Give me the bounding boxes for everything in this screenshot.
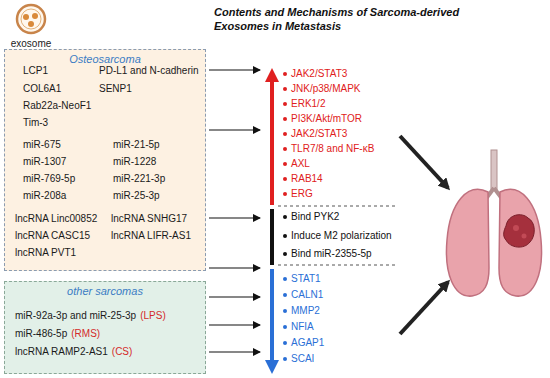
bullet — [283, 192, 287, 196]
list-item: Bind PYK2 — [291, 211, 339, 223]
group-heading: Osteosarcoma — [69, 53, 141, 66]
list-item: MMP2 — [291, 305, 320, 317]
list-item: JAK2/STAT3 — [291, 68, 347, 80]
diagram-title: Contents and Mechanisms of Sarcoma-deriv… — [214, 5, 476, 33]
bullet — [283, 277, 287, 281]
item-text: miR-1307 — [23, 156, 66, 168]
list-item: JAK2/STAT3 — [291, 128, 347, 140]
sarcoma-type: (LPS) — [140, 310, 166, 322]
list-item: AXL — [291, 158, 310, 170]
bullet — [283, 309, 287, 313]
item-text: lncRNA PVT1 — [15, 247, 76, 259]
bullet — [283, 132, 287, 136]
bullet — [283, 102, 287, 106]
pointer-arrows — [209, 70, 260, 352]
item-text: SENP1 — [99, 83, 132, 95]
bullet — [283, 177, 287, 181]
list-item: Bind miR-2355-5p — [291, 248, 372, 260]
separator-lines — [278, 206, 396, 265]
item-text: COL6A1 — [23, 83, 61, 95]
item-text: PD-L1 and N-cadherin — [99, 65, 199, 77]
center-bars — [265, 68, 279, 374]
bullet — [283, 341, 287, 345]
bullet — [283, 293, 287, 297]
item-text: miR-208a — [23, 190, 66, 202]
item-text: miR-221-3p — [113, 173, 165, 185]
list-item: JNK/p38/MAPK — [291, 83, 360, 95]
sarcoma-type: (CS) — [112, 346, 133, 358]
bullet — [283, 72, 287, 76]
bullet — [283, 357, 287, 361]
list-item: PI3K/Akt/mTOR — [291, 113, 362, 125]
item-text: miR-25-3p — [113, 190, 160, 202]
bullet — [283, 147, 287, 151]
bullet — [283, 87, 287, 91]
list-item: Induce M2 polarization — [291, 230, 392, 242]
item-text: lncRNA Linc00852 — [15, 213, 97, 225]
item-text: miR-21-5p — [113, 139, 160, 151]
list-item: CALN1 — [291, 289, 323, 301]
bullet — [283, 215, 287, 219]
sarcoma-type: (RMS) — [71, 328, 100, 340]
exosome-icon: exosome — [4, 2, 58, 50]
item-text: lncRNA SNHG17 — [111, 213, 187, 225]
exosome-symbol — [4, 2, 58, 38]
item-text: miR-675 — [23, 139, 61, 151]
item-text: miR-92a-3p and miR-25-3p — [15, 310, 136, 322]
list-item: AGAP1 — [291, 337, 324, 349]
bullet — [283, 117, 287, 121]
item-text: lncRNA LIFR-AS1 — [111, 230, 191, 242]
list-item: NFIA — [291, 321, 314, 333]
item-text: lncRNA CASC15 — [15, 230, 90, 242]
list-item: TLR7/8 and NF-κB — [291, 143, 374, 155]
list-item: SCAI — [291, 353, 314, 365]
lung-illustration — [446, 150, 541, 296]
group-heading: other sarcomas — [67, 285, 143, 298]
bullet — [283, 162, 287, 166]
list-item: ERG — [291, 188, 313, 200]
item-text: lncRNA RAMP2-AS1 — [15, 346, 108, 358]
list-item: STAT1 — [291, 273, 321, 285]
bullet — [283, 252, 287, 256]
bullet — [283, 325, 287, 329]
list-item: ERK1/2 — [291, 98, 325, 110]
item-text: LCP1 — [23, 65, 48, 77]
item-text: miR-769-5p — [23, 173, 75, 185]
lung-arrows — [400, 136, 448, 334]
list-item: RAB14 — [291, 173, 323, 185]
group-box: other sarcomas miR-92a-3p and miR-25-3p (L… — [4, 281, 206, 374]
item-text: Tim-3 — [23, 117, 48, 129]
bullet — [283, 234, 287, 238]
item-text: Rab22a-NeoF1 — [23, 100, 91, 112]
group-box: OsteosarcomaLCP1 PD-L1 and N-cadherinCOL6… — [4, 49, 206, 271]
item-text: miR-1228 — [113, 156, 156, 168]
item-text: miR-486-5p — [15, 328, 67, 340]
